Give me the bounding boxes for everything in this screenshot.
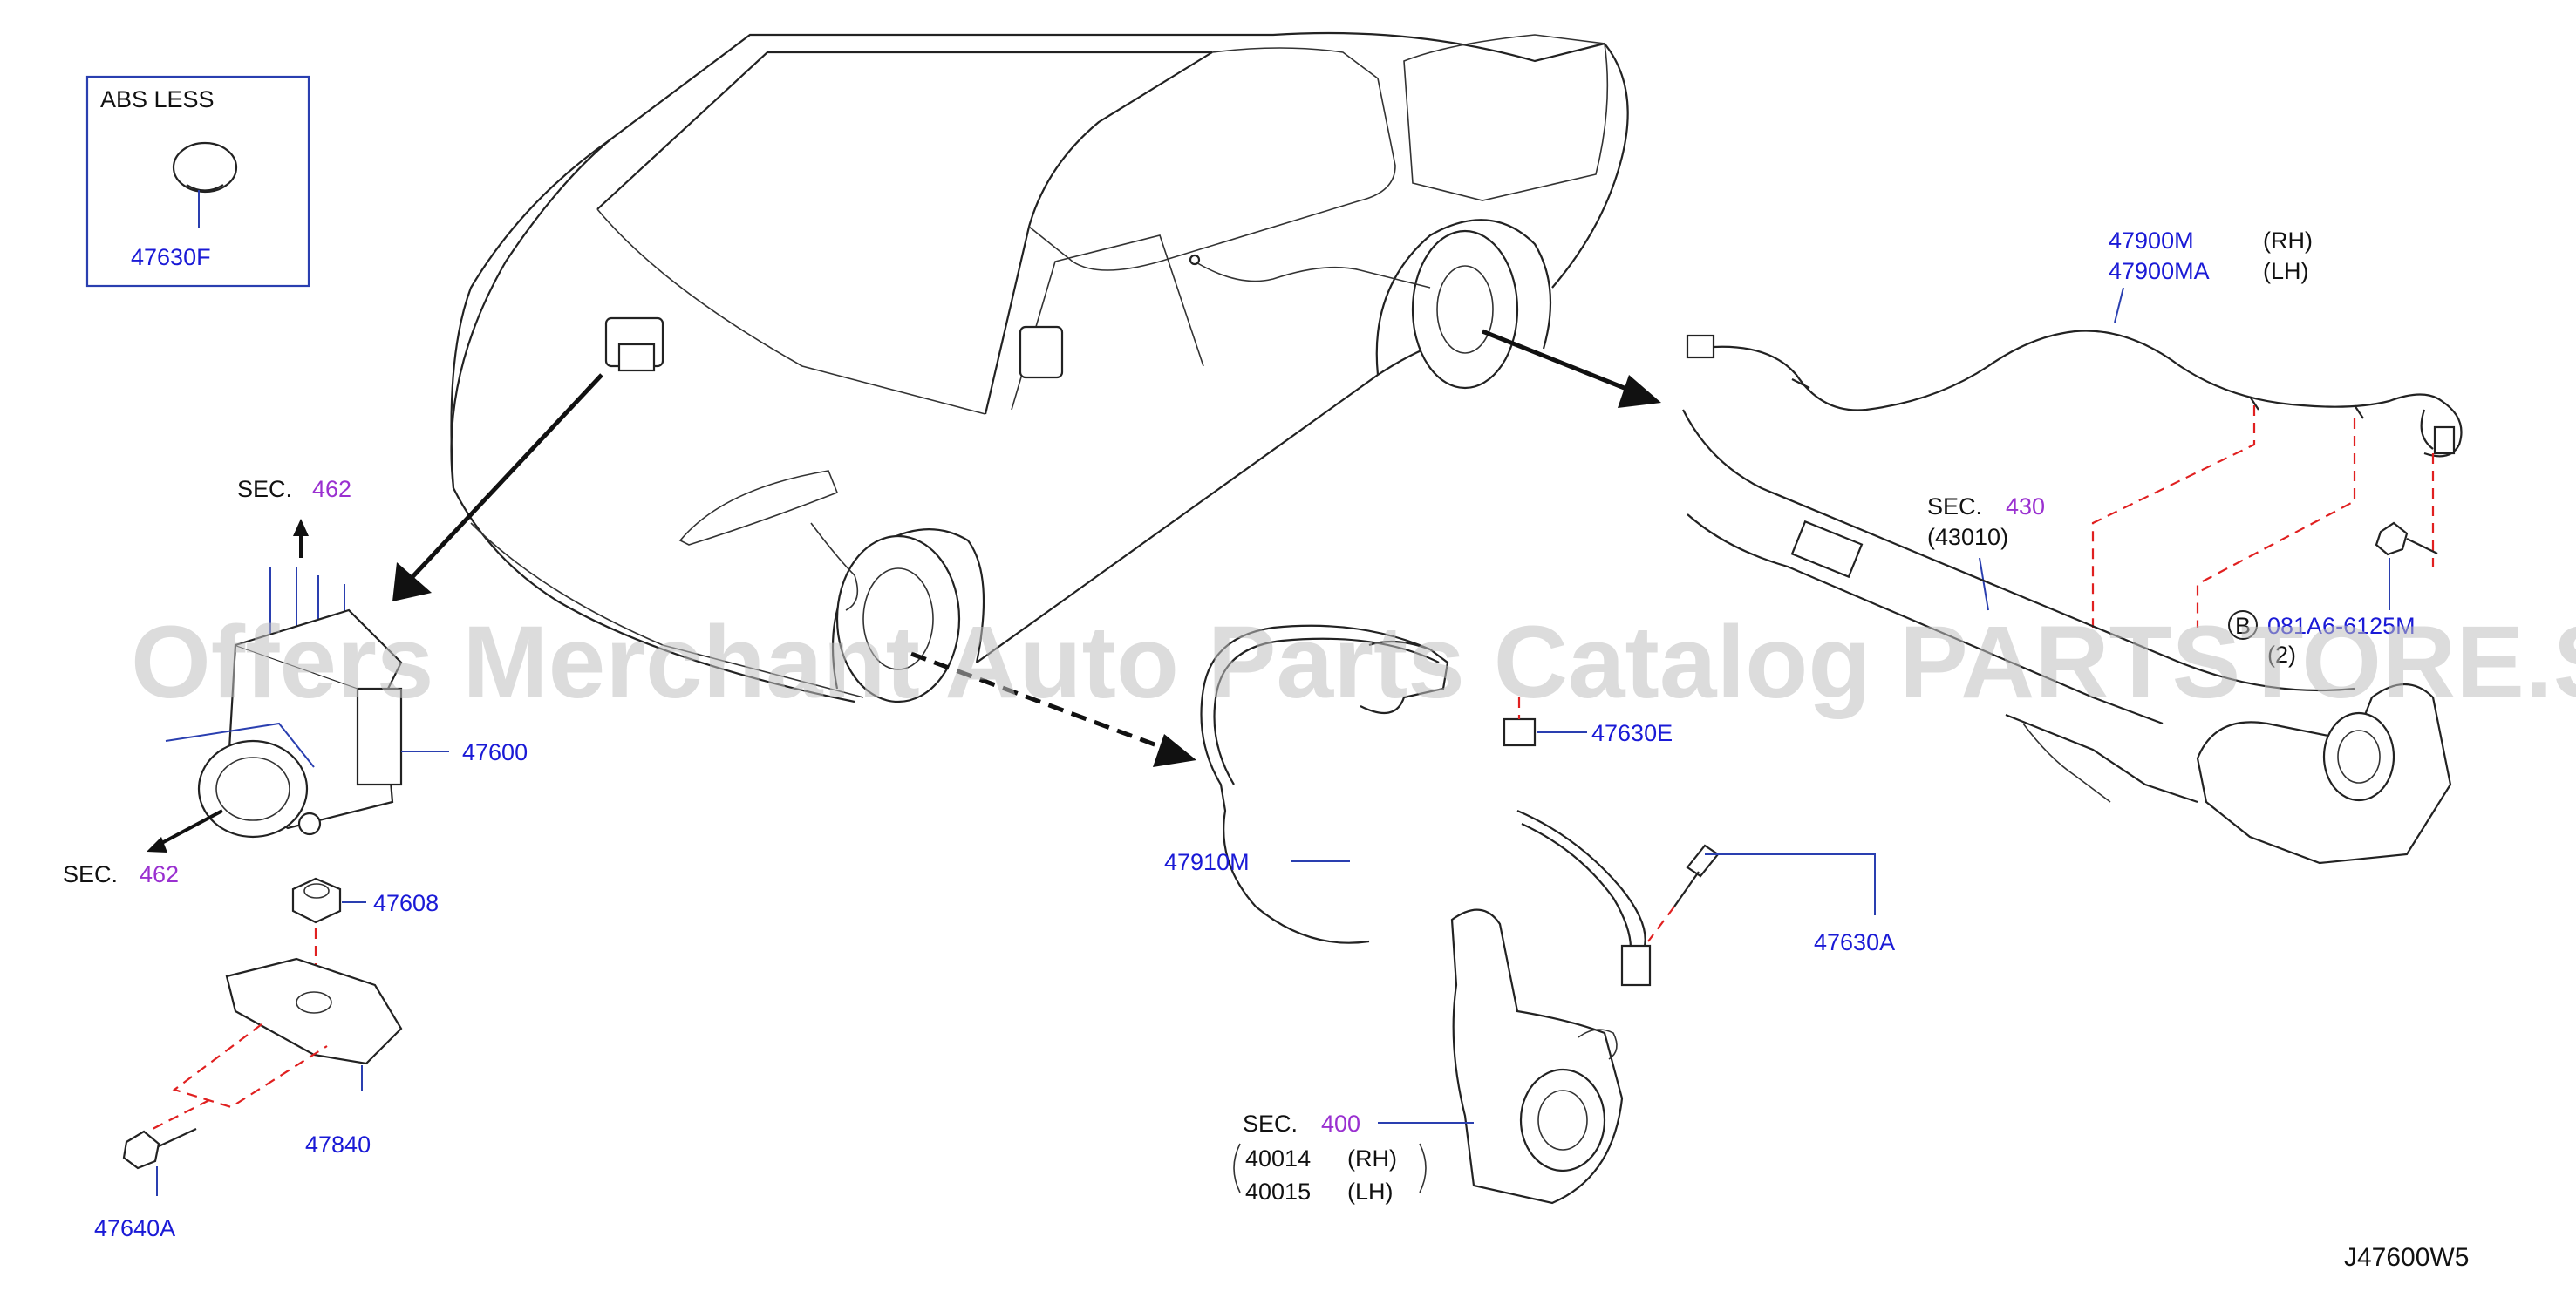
rear-axle-beam-icon <box>1682 409 2355 692</box>
watermark-text: Offers Merchant Auto Parts Catalog PARTS… <box>131 605 2576 720</box>
front-sensor-harness-icon <box>1200 624 1431 944</box>
bracket-icon <box>225 957 403 1065</box>
sec-462-left[interactable]: 462 <box>140 861 179 887</box>
diagram-code: J47600W5 <box>2344 1243 2469 1272</box>
rear-sensor-connector-icon <box>1686 334 1715 359</box>
marker-b: B <box>2235 613 2251 639</box>
part-47608[interactable]: 47608 <box>373 890 439 916</box>
sec-label-left: SEC. <box>63 861 118 887</box>
sec-462-top[interactable]: 462 <box>312 476 351 502</box>
inset-abs-less: ABS LESS 47630F <box>85 75 310 288</box>
sec-400[interactable]: 400 <box>1321 1111 1360 1137</box>
side-lh-knuckle: (LH) <box>1347 1179 1394 1205</box>
inset-frame <box>85 75 310 288</box>
marker-b-circle <box>2228 610 2258 640</box>
rear-bolt-qty: (2) <box>2267 642 2296 668</box>
rear-brake-disc-icon <box>1411 229 1519 390</box>
sec-label-knuckle: SEC. <box>1243 1111 1298 1137</box>
side-rh-rear: (RH) <box>2263 228 2313 254</box>
part-47600[interactable]: 47600 <box>462 739 528 765</box>
side-rh-knuckle: (RH) <box>1347 1145 1397 1172</box>
rear-sensor-group: 47900M (RH) 47900MA (LH) B 081A6-6125M (… <box>1682 228 2463 865</box>
rear-hub-bracket-icon <box>2196 683 2452 865</box>
axle-tag-icon <box>1790 520 1864 579</box>
part-47630A[interactable]: 47630A <box>1814 929 1895 955</box>
steering-knuckle: SEC. 400 40014 (RH) 40015 (LH) <box>1233 908 1624 1205</box>
abs-actuator: SEC. 462 47600 SEC. 462 <box>63 476 528 887</box>
clip-47630E-icon <box>1503 717 1537 747</box>
part-47900MA[interactable]: 47900MA <box>2109 258 2210 284</box>
nut-icon <box>291 877 342 924</box>
front-sensor-head-icon <box>1620 944 1652 987</box>
part-47630F[interactable]: 47630F <box>131 244 211 270</box>
side-lh-rear: (LH) <box>2263 258 2309 284</box>
part-47840[interactable]: 47840 <box>305 1132 371 1158</box>
sec-label-top: SEC. <box>237 476 292 502</box>
bolt-47640A-icon <box>122 1130 160 1170</box>
part-40015[interactable]: 40015 <box>1245 1179 1311 1205</box>
rear-sensor-harness-icon <box>1713 330 2463 458</box>
vehicle-outline <box>450 31 1629 703</box>
side-mirror-icon <box>1019 325 1064 379</box>
pointer-arrows <box>392 329 1661 767</box>
abs-bracket-group: 47608 47840 47640A <box>94 877 439 1241</box>
part-47630E[interactable]: 47630E <box>1591 720 1673 746</box>
abs-motor-icon <box>197 739 309 839</box>
sec-label-rear: SEC. <box>1927 493 1982 520</box>
part-081A6-6125M[interactable]: 081A6-6125M <box>2267 613 2416 639</box>
front-sensor-group: 47630E 47910M 47630A <box>1164 624 1895 987</box>
rear-bolt-icon <box>2375 521 2409 556</box>
part-40014[interactable]: 40014 <box>1245 1145 1311 1172</box>
front-brake-disc-icon <box>835 534 961 703</box>
part-47910M[interactable]: 47910M <box>1164 849 1250 875</box>
sec-430[interactable]: 430 <box>2006 493 2045 520</box>
part-47640A[interactable]: 47640A <box>94 1215 175 1241</box>
inset-header: ABS LESS <box>100 86 215 112</box>
sec-430-sub: (43010) <box>1927 524 2008 550</box>
plug-cap-icon <box>172 141 238 194</box>
part-47900M[interactable]: 47900M <box>2109 228 2194 254</box>
